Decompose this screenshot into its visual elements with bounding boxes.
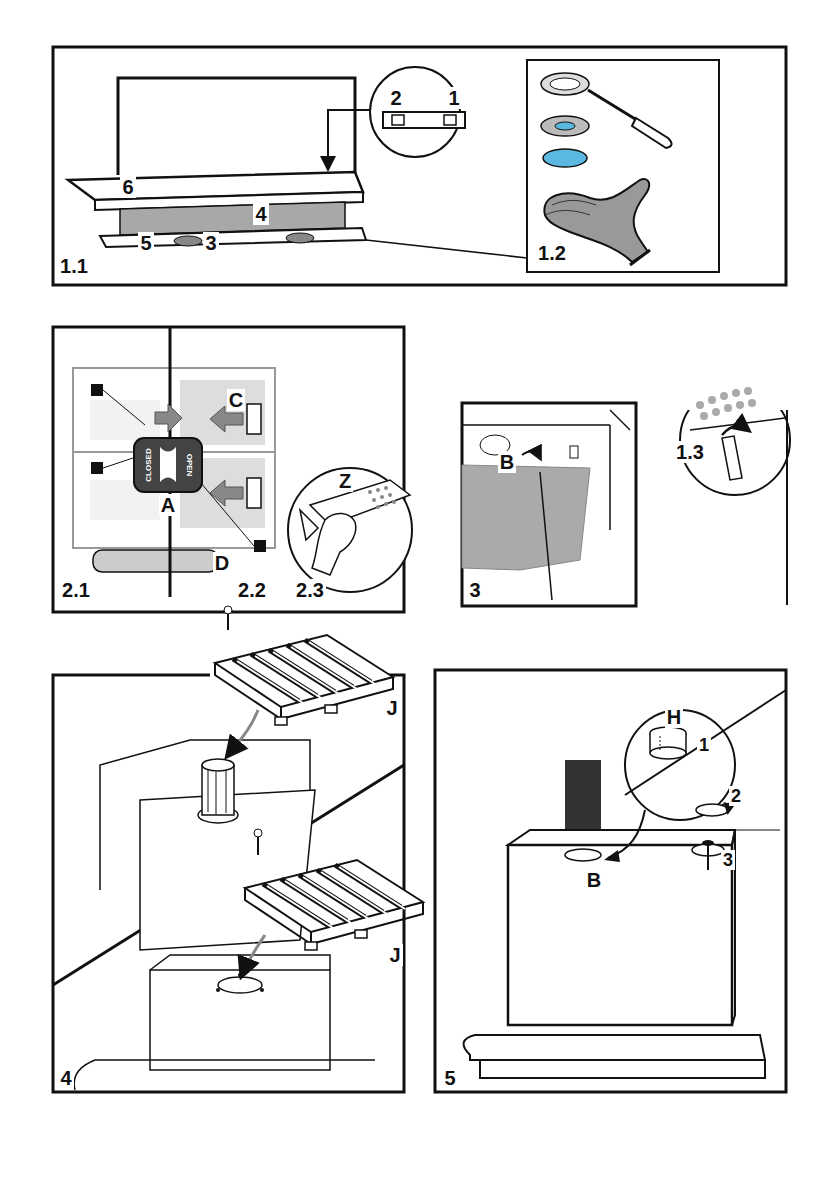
part-letter: J bbox=[384, 697, 399, 719]
callout-number: 2 bbox=[388, 87, 403, 109]
figure-number: 2.3 bbox=[294, 579, 326, 601]
callout-number: 5 bbox=[138, 232, 153, 254]
figure-number: 1.3 bbox=[674, 441, 706, 463]
part-letter: A bbox=[159, 494, 177, 516]
figure-number: 2.1 bbox=[60, 579, 92, 601]
figure-number: 4 bbox=[58, 1067, 73, 1089]
step-number: 2 bbox=[729, 786, 743, 806]
part-letter: C bbox=[227, 389, 245, 411]
part-letter: D bbox=[213, 552, 231, 574]
step-number: 3 bbox=[721, 850, 735, 870]
figure-number: 5 bbox=[442, 1067, 457, 1089]
figure-number: 1.1 bbox=[58, 255, 90, 277]
figure-number: 1.2 bbox=[536, 242, 568, 264]
knob-label: CLOSED bbox=[144, 446, 154, 483]
part-letter: J bbox=[387, 944, 402, 966]
callout-number: 3 bbox=[203, 232, 218, 254]
figure-number: 2.2 bbox=[236, 579, 268, 601]
callout-number: 1 bbox=[446, 87, 461, 109]
callout-number: 6 bbox=[120, 176, 135, 198]
filter-grille bbox=[245, 860, 423, 950]
part-letter: Z bbox=[337, 470, 353, 492]
callout-number: 4 bbox=[253, 203, 268, 225]
figure-number: 3 bbox=[467, 579, 482, 601]
part-letter: B bbox=[585, 869, 603, 891]
part-letter: B bbox=[498, 451, 516, 473]
step-number: 1 bbox=[697, 735, 711, 755]
part-letter: H bbox=[665, 706, 683, 728]
knob-label: OPEN bbox=[184, 452, 194, 479]
filter-grille bbox=[215, 635, 393, 725]
